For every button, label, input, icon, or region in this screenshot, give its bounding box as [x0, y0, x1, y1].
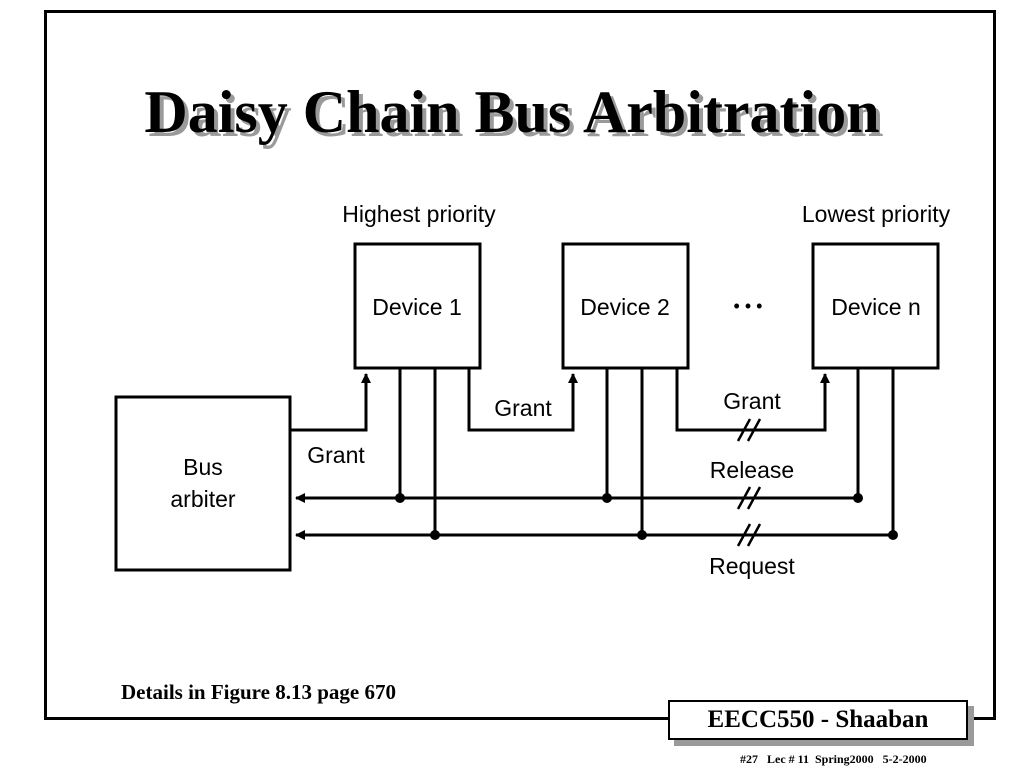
device-2-box: [561, 242, 690, 370]
device-n-box: [811, 242, 940, 370]
grant-line-arbiter-to-device-1: [290, 373, 371, 432]
figure-reference-note: Details in Figure 8.13 page 670: [121, 680, 396, 704]
break-mark-release: [736, 486, 762, 510]
junction-dot: [602, 493, 612, 503]
grant-line-device-1-to-device-2: [467, 368, 578, 432]
junction-dot: [637, 530, 647, 540]
junction-dot: [430, 530, 440, 540]
request-label: Request: [709, 553, 795, 579]
highest-priority-label: Highest priority: [342, 201, 496, 227]
device-1-box: [353, 242, 482, 370]
grant-line-device-2-to-device-n: [675, 368, 830, 432]
course-badge: EECC550 - Shaaban: [668, 700, 968, 740]
junction-dot: [888, 530, 898, 540]
lowest-priority-label: Lowest priority: [802, 201, 951, 227]
release-label: Release: [710, 457, 794, 483]
junction-dot: [395, 493, 405, 503]
break-mark-grant: [736, 418, 762, 442]
grant-label-arbiter: Grant: [307, 442, 365, 468]
slide-title: Daisy Chain Bus Arbitration: [144, 79, 880, 145]
break-mark-request: [736, 523, 762, 547]
device-1-label: Device 1: [372, 294, 461, 320]
bus-arbiter-label-line1: Bus: [183, 454, 223, 480]
ellipsis: • • •: [734, 296, 763, 316]
slide-info: #27 Lec # 11 Spring2000 5-2-2000: [740, 752, 927, 766]
grant-label-device-1-to-2: Grant: [494, 395, 552, 421]
bus-arbiter-box: [114, 395, 292, 572]
device-n-label: Device n: [831, 294, 920, 320]
device-2-label: Device 2: [580, 294, 669, 320]
bus-arbiter-label-line2: arbiter: [170, 486, 236, 512]
grant-label-device-2-to-n: Grant: [723, 388, 781, 414]
junction-dot: [853, 493, 863, 503]
